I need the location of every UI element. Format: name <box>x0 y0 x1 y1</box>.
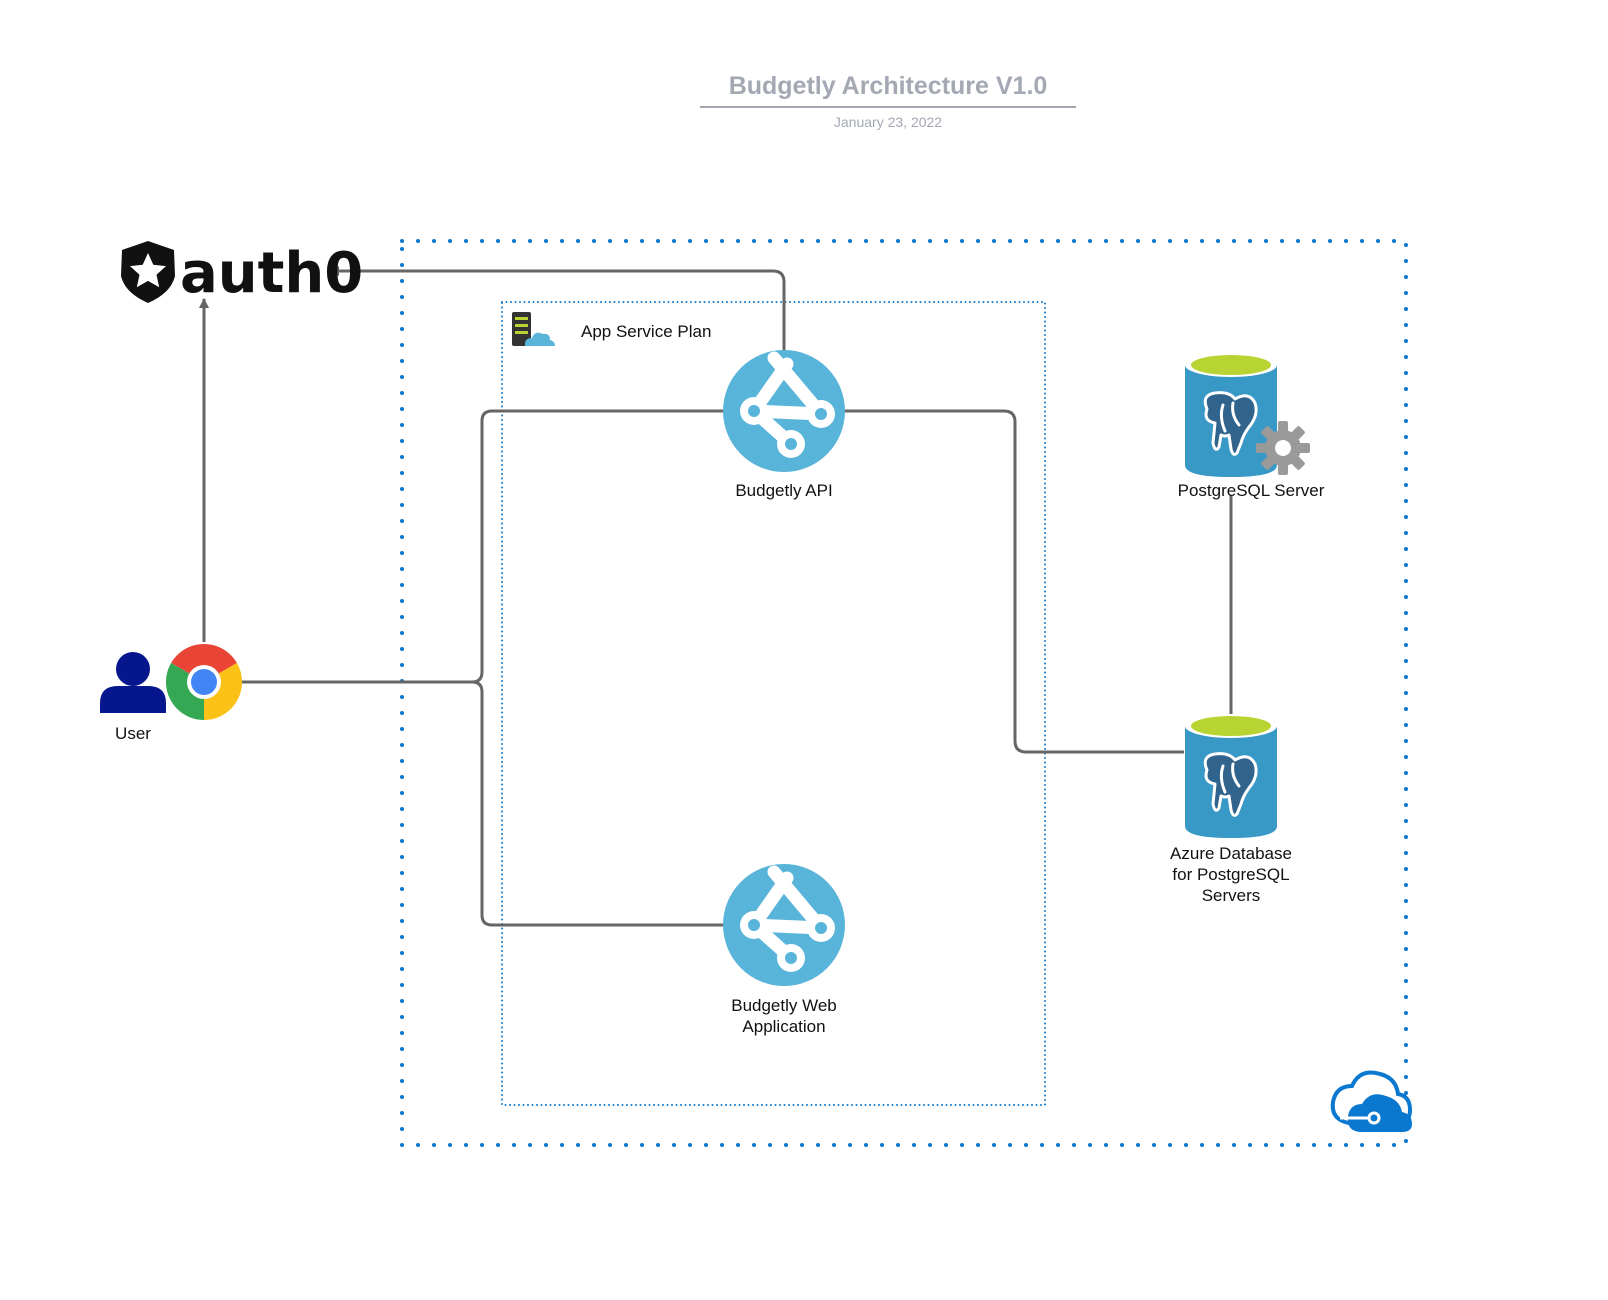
budgetly-api-label: Budgetly API <box>735 481 833 500</box>
connectors <box>199 266 1233 927</box>
postgresql-database-icon <box>1185 353 1277 477</box>
auth0-logo: auth0 <box>121 241 363 306</box>
azure-database-label-line1: Azure Database <box>1170 844 1292 863</box>
diagram-date: January 23, 2022 <box>833 114 943 130</box>
title-underline <box>700 106 1076 108</box>
connector-browser-to-api <box>240 409 727 684</box>
app-service-globe-icon <box>723 864 845 986</box>
app-service-plan-boundary <box>501 301 1046 1106</box>
diagram-title: Budgetly Architecture V1.0 <box>728 72 1048 100</box>
connector-browser-to-web <box>471 680 727 927</box>
gear-icon <box>1256 421 1310 475</box>
azure-database-label-line3: Servers <box>1201 886 1261 905</box>
auth0-shield-star-icon <box>121 241 175 303</box>
connector-api-to-database <box>842 409 1184 754</box>
budgetly-web-label: Budgetly Web Application <box>684 995 884 1037</box>
app-service-globe-icon <box>723 350 845 472</box>
budgetly-web-label-line1: Budgetly Web <box>731 996 837 1015</box>
azure-boundary <box>400 239 1408 1147</box>
azure-database-label: Azure Database for PostgreSQL Servers <box>1131 843 1331 906</box>
app-service-plan-icon <box>512 312 555 346</box>
app-service-plan-label: App Service Plan <box>581 322 712 341</box>
connector-api-to-auth0 <box>329 266 786 352</box>
auth0-wordmark: auth0 <box>180 241 363 306</box>
azure-database-label-line2: for PostgreSQL <box>1172 865 1290 884</box>
azure-cloud-icon <box>1330 1070 1413 1132</box>
postgresql-server-label: PostgreSQL Server <box>1177 481 1325 500</box>
budgetly-web-label-line2: Application <box>742 1017 826 1036</box>
person-icon <box>100 652 166 713</box>
user-label: User <box>115 724 151 743</box>
chrome-icon <box>166 644 242 720</box>
postgresql-database-icon <box>1185 714 1277 838</box>
